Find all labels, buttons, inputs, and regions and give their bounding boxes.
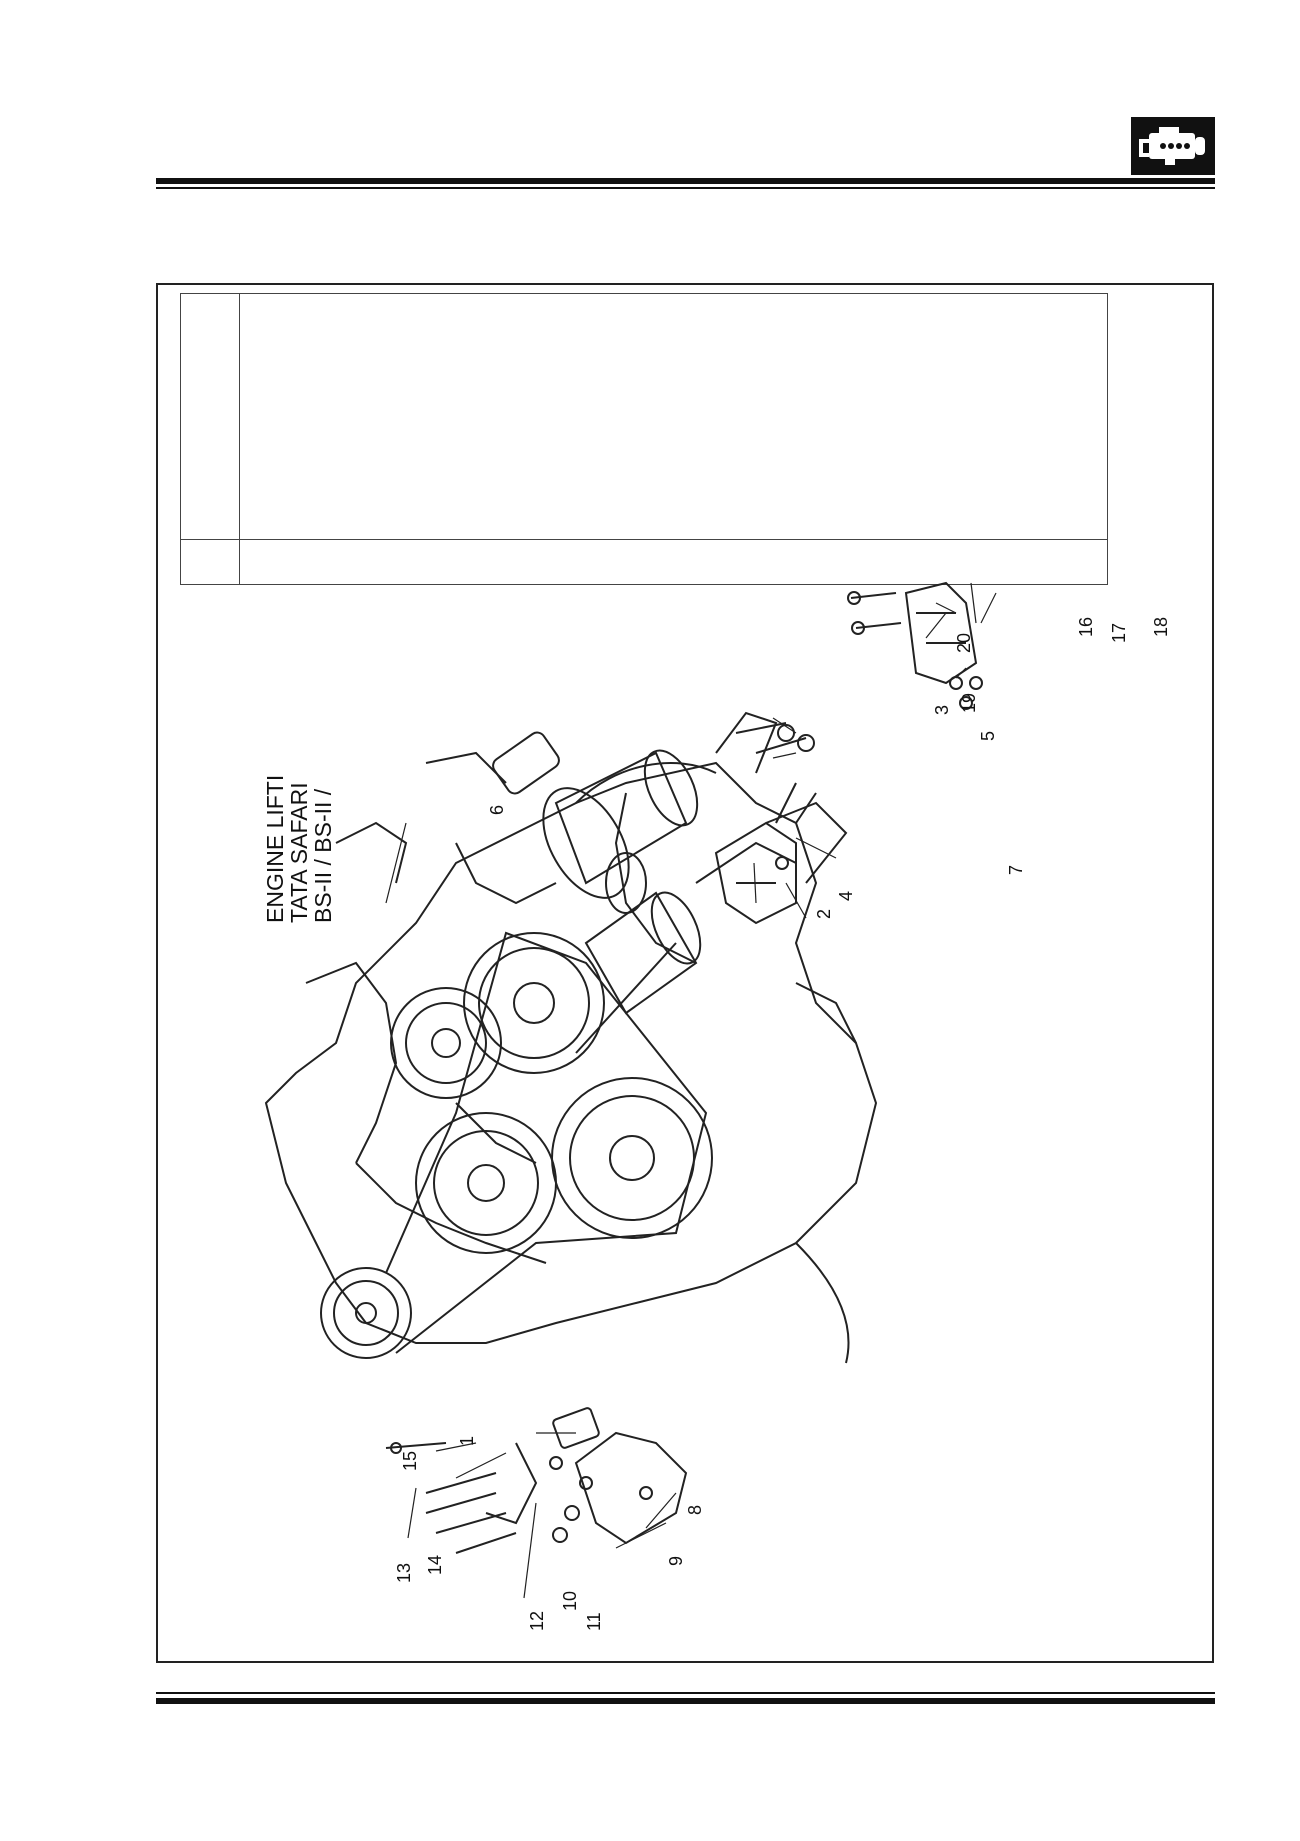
figure-title-line-2: TATA SAFARI (286, 782, 312, 923)
figure-frame (156, 283, 1214, 1663)
callout-16: 16 (1076, 617, 1096, 637)
header-rule-thick (156, 178, 1215, 184)
callout-11: 11 (584, 1612, 604, 1631)
header-rule-thin (156, 187, 1215, 189)
callout-19: 19 (959, 693, 979, 713)
table-column-divider (239, 294, 240, 584)
left-mount-bracket (385, 1407, 688, 1554)
callout-12: 12 (527, 1611, 547, 1631)
callout-2: 2 (814, 909, 834, 919)
callout-3: 3 (932, 705, 952, 715)
callout-20: 20 (954, 633, 974, 653)
callout-1: 1 (457, 1436, 477, 1446)
right-mount-bracket (714, 722, 848, 925)
callout-4: 4 (836, 891, 856, 901)
pulleys (320, 931, 713, 1359)
figure-title-line-3: BS-II / BS-II / (310, 788, 336, 923)
figure-title-line-1: ENGINE LIFTI (262, 775, 288, 923)
callout-15: 15 (400, 1451, 420, 1471)
callouts: 1 2 3 4 5 6 7 8 9 10 11 12 13 14 15 16 1… (394, 617, 1171, 1631)
callout-18: 18 (1151, 617, 1171, 637)
callout-14: 14 (425, 1555, 445, 1575)
footer-rule-thin (156, 1692, 1215, 1694)
footer-rule-thick (156, 1698, 1215, 1704)
cylinders (554, 749, 702, 1015)
callout-8: 8 (685, 1505, 705, 1515)
engine-icon (1131, 117, 1215, 175)
callout-13: 13 (394, 1563, 414, 1583)
parts-table (180, 293, 1108, 585)
right-engine-mount (847, 581, 983, 710)
leader-lines (385, 582, 997, 1599)
callout-10: 10 (560, 1591, 580, 1611)
callout-9: 9 (666, 1556, 686, 1566)
callout-7: 7 (1006, 865, 1026, 875)
table-row-divider (181, 539, 1107, 540)
callout-17: 17 (1109, 623, 1129, 643)
engine-diagram: ENGINE LIFTI TATA SAFARI BS-II / BS-II / (156, 283, 1214, 1663)
callout-6: 6 (487, 805, 507, 815)
engine-block (264, 711, 878, 1364)
callout-5: 5 (978, 731, 998, 741)
figure-title: ENGINE LIFTI TATA SAFARI BS-II / BS-II / (262, 775, 336, 923)
